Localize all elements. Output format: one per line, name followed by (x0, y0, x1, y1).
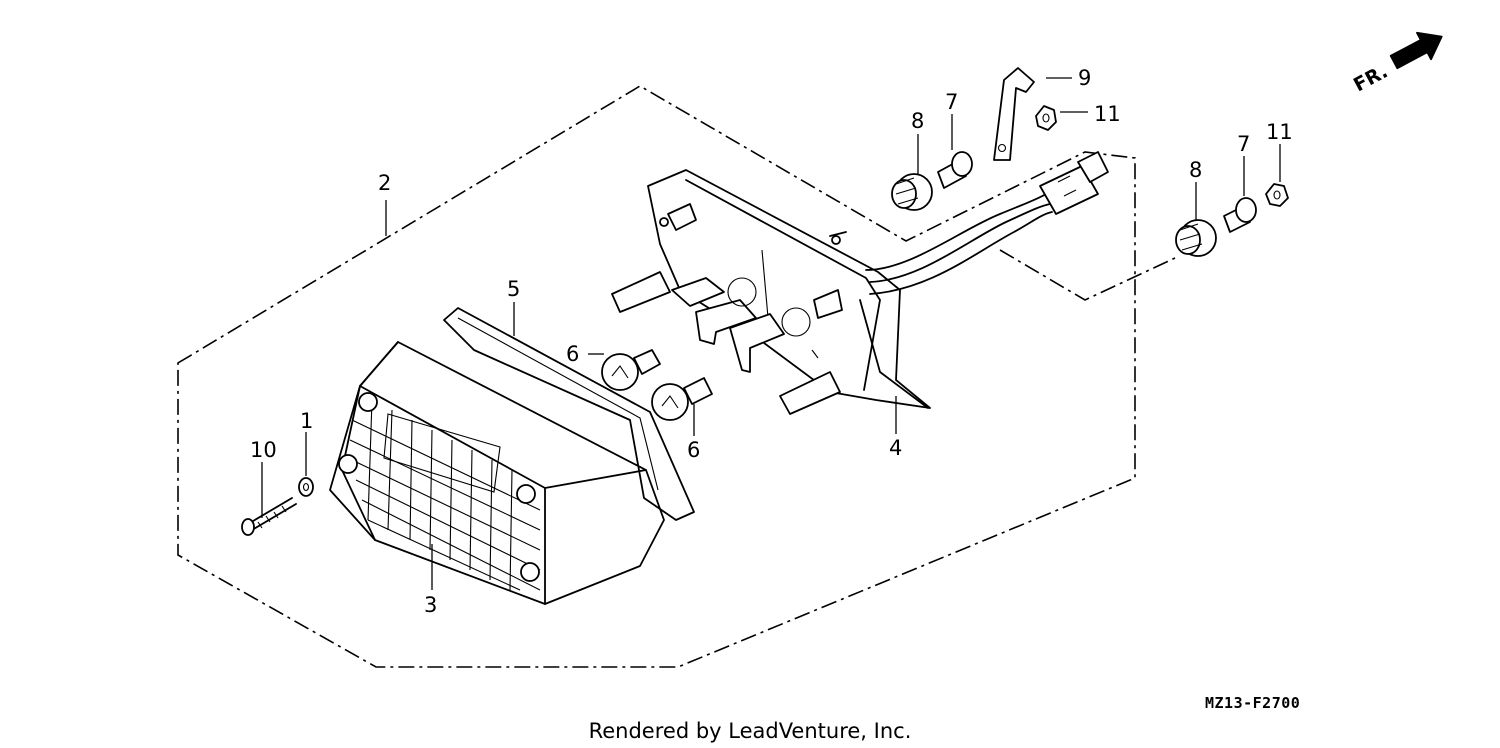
callout-3: 3 (424, 593, 437, 617)
light-base (611, 169, 931, 415)
front-label: FR. (1350, 60, 1391, 96)
callout-4: 4 (889, 436, 902, 460)
diagram-code: MZ13-F2700 (1205, 694, 1300, 712)
collar-lower (1223, 197, 1257, 233)
callout-labels: 1 2 3 4 5 6 6 7 7 8 8 9 10 11 11 (250, 66, 1293, 617)
footer-credit: Rendered by LeadVenture, Inc. (589, 719, 912, 743)
grommet-upper (891, 173, 933, 211)
callout-6-upper: 6 (566, 342, 579, 366)
wire-harness (865, 151, 1109, 295)
callout-5: 5 (507, 277, 520, 301)
washer (298, 477, 314, 497)
front-direction-indicator: FR. (1350, 31, 1443, 96)
leader-lines (261, 77, 1281, 590)
callout-1: 1 (300, 409, 313, 433)
grommet-lower (1175, 219, 1217, 257)
screw (241, 497, 297, 536)
callout-8-right: 8 (1189, 158, 1202, 182)
bulb-upper (601, 349, 661, 391)
callout-6-lower: 6 (687, 438, 700, 462)
nut-lower (1265, 183, 1289, 207)
callout-11-upper: 11 (1094, 102, 1121, 126)
callout-10: 10 (250, 438, 277, 462)
callout-2: 2 (378, 171, 391, 195)
bracket (993, 67, 1035, 161)
lens-grid (349, 399, 541, 591)
tail-lens (329, 341, 665, 605)
nut-upper (1035, 105, 1057, 131)
gasket (443, 307, 695, 521)
callout-11-right: 11 (1266, 120, 1293, 144)
bulb-lower (651, 377, 713, 421)
front-arrow-icon (1389, 31, 1443, 70)
callout-8-upper: 8 (911, 109, 924, 133)
assembly-boundary (177, 85, 1176, 668)
collar-upper (937, 151, 973, 189)
callout-7-right: 7 (1237, 132, 1250, 156)
callout-9: 9 (1078, 66, 1091, 90)
callout-7-upper: 7 (945, 90, 958, 114)
